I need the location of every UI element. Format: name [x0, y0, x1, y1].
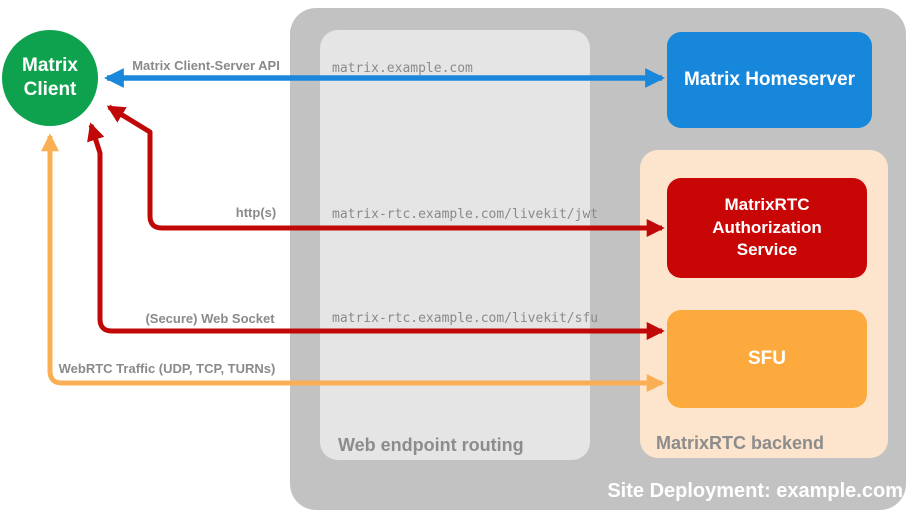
matrix-homeserver-label: Matrix Homeserver [683, 69, 856, 90]
web-endpoint-routing-zone [320, 30, 590, 460]
matrixrtc-authorization-service-node: MatrixRTC Authorization Service [667, 178, 867, 278]
matrix-homeserver-node: Matrix Homeserver [667, 32, 872, 128]
matrixrtc-authorization-service-label: MatrixRTC Authorization Service [712, 194, 822, 260]
endpoint-livekit-sfu: matrix-rtc.example.com/livekit/sfu [332, 311, 599, 326]
sfu-label: SFU [748, 348, 786, 369]
edge-label-https: http(s) [235, 205, 277, 220]
matrix-client-node: Matrix Client [2, 30, 98, 126]
edge-label-webrtc-traffic: WebRTC Traffic (UDP, TCP, TURNs) [58, 361, 276, 376]
matrixrtc-backend-label: MatrixRTC backend [656, 433, 825, 453]
edge-label-secure-web-socket: (Secure) Web Socket [145, 311, 275, 326]
web-endpoint-routing-label: Web endpoint routing [338, 435, 524, 455]
site-deployment-label: Site Deployment: example.com [607, 480, 903, 502]
endpoint-matrix-example-com: matrix.example.com [332, 61, 473, 76]
matrix-client-label: Matrix Client [22, 55, 78, 100]
edge-label-client-server-api: Matrix Client-Server API [132, 58, 280, 73]
endpoint-livekit-jwt: matrix-rtc.example.com/livekit/jwt [332, 207, 599, 222]
sfu-node: SFU [667, 310, 867, 408]
